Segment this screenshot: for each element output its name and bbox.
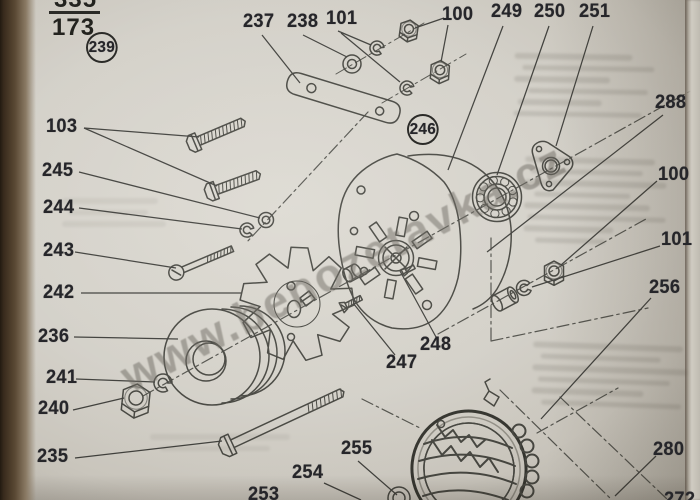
pulley-drawing bbox=[163, 305, 286, 406]
key-drawing bbox=[299, 290, 316, 307]
part-label-239-circled: 239 bbox=[86, 32, 118, 63]
part-label-240: 240 bbox=[38, 398, 70, 419]
bleed-through-text bbox=[150, 434, 290, 457]
slotted-screw-drawing bbox=[168, 245, 235, 281]
hex-bolt-drawing bbox=[203, 169, 262, 202]
main-axis-centerline bbox=[142, 88, 695, 397]
adjusting-strap-drawing bbox=[285, 71, 401, 124]
part-label-255: 255 bbox=[341, 438, 373, 459]
part-label-241: 241 bbox=[46, 367, 78, 388]
figure-number-bottom: 173 bbox=[52, 14, 96, 41]
part-label-101: 101 bbox=[326, 8, 358, 29]
part-label-243: 243 bbox=[43, 240, 75, 261]
part-label-235: 235 bbox=[37, 446, 69, 467]
page-edge bbox=[685, 0, 700, 500]
part-label-253: 253 bbox=[248, 484, 280, 500]
part-label-237: 237 bbox=[243, 11, 275, 32]
figure-number-top: 335 bbox=[54, 0, 97, 14]
part-label-248: 248 bbox=[420, 334, 452, 355]
fan-drawing bbox=[239, 246, 355, 362]
fraction-line bbox=[49, 11, 100, 14]
part-label-238: 238 bbox=[287, 11, 319, 32]
part-label-242: 242 bbox=[43, 282, 75, 303]
part-label-288: 288 bbox=[655, 92, 687, 113]
part-label-254: 254 bbox=[292, 462, 324, 483]
ball-bearing-drawing bbox=[471, 171, 523, 223]
part-label-280: 280 bbox=[653, 439, 685, 460]
part-label-103: 103 bbox=[46, 116, 78, 137]
book-spine-shadow bbox=[0, 0, 36, 500]
part-label-236: 236 bbox=[38, 326, 70, 347]
part-label-249: 249 bbox=[491, 1, 523, 22]
part-label-245: 245 bbox=[42, 160, 74, 181]
small-bearing-drawing bbox=[387, 486, 411, 500]
part-label-101: 101 bbox=[661, 229, 693, 250]
retainer-plate-drawing bbox=[531, 140, 574, 192]
part-label-272: 272 bbox=[664, 489, 696, 500]
spacer-ring-drawing bbox=[342, 263, 362, 283]
small-screw-drawing bbox=[338, 294, 364, 314]
part-label-250: 250 bbox=[534, 1, 566, 22]
part-label-251: 251 bbox=[579, 1, 611, 22]
long-bolt-drawing bbox=[217, 388, 345, 458]
part-label-100: 100 bbox=[442, 4, 474, 25]
part-label-100: 100 bbox=[658, 164, 690, 185]
part-label-256: 256 bbox=[649, 277, 681, 298]
part-label-244: 244 bbox=[43, 197, 75, 218]
part-label-247: 247 bbox=[386, 352, 418, 373]
part-label-246-circled: 246 bbox=[407, 114, 439, 145]
washer-drawing bbox=[257, 54, 362, 229]
rotor-drawing bbox=[410, 378, 540, 500]
shaft-pin-drawing bbox=[400, 264, 416, 277]
spacer-bushing-drawing bbox=[490, 286, 520, 312]
